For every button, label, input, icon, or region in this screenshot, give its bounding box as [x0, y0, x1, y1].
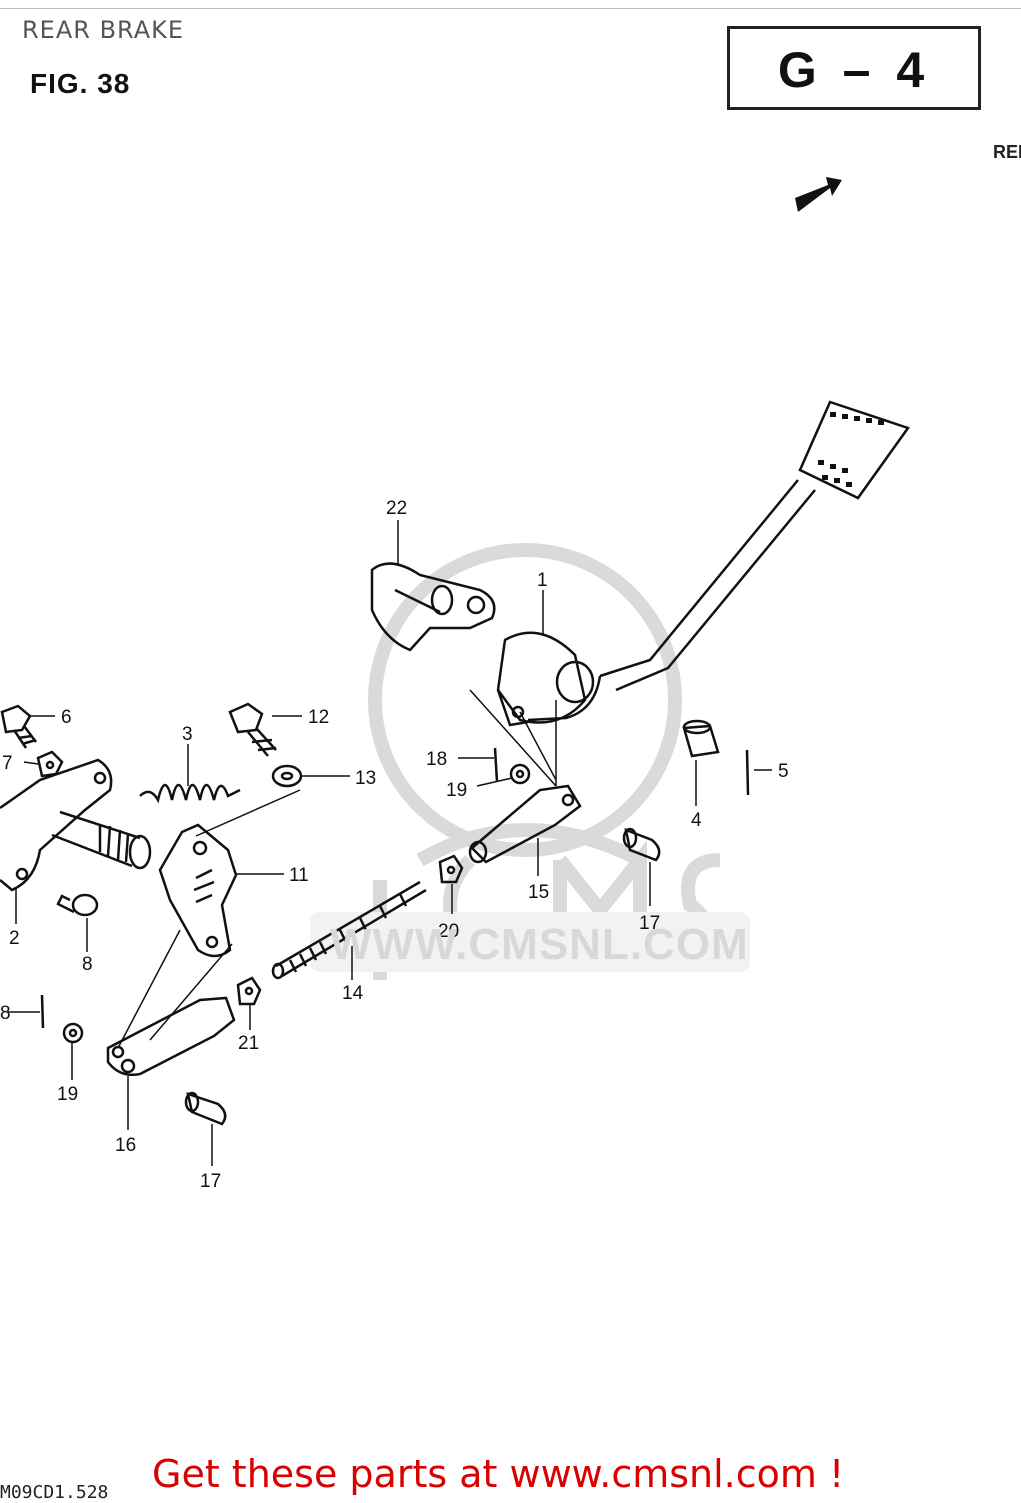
callout-5: 5 — [778, 761, 789, 782]
callout-11: 11 — [289, 865, 309, 886]
callout-8-lower: 8 — [0, 1003, 11, 1024]
page-title: REAR BRAKE — [22, 16, 185, 44]
pedal-pad-pattern — [818, 412, 884, 487]
callout-8-upper: 8 — [82, 954, 93, 975]
brake-pedal — [496, 400, 911, 727]
callout-22: 22 — [386, 498, 407, 519]
watermark-site: WWW.CMSNL.COM — [330, 920, 749, 969]
clevis-pin-17-lower — [184, 1091, 227, 1126]
clevis-pin-17-upper — [622, 827, 661, 862]
callout-17-lower: 17 — [200, 1171, 221, 1192]
cotter-pin-5 — [745, 749, 750, 796]
callout-16: 16 — [115, 1135, 136, 1156]
bushing-4 — [682, 719, 720, 758]
callout-19-upper: 19 — [446, 780, 467, 801]
callout-13: 13 — [355, 768, 376, 789]
return-spring — [139, 783, 241, 804]
pin-8 — [56, 893, 99, 917]
washer-13 — [271, 764, 303, 788]
washer-19-lower — [62, 1022, 84, 1044]
callout-15: 15 — [528, 882, 549, 903]
callout-1: 1 — [537, 570, 548, 591]
callout-4: 4 — [691, 810, 702, 831]
cotter-pin-8-lower — [40, 994, 45, 1029]
callout-17-upper: 17 — [639, 913, 660, 934]
figure-label: FIG. 38 — [30, 68, 131, 99]
callout-7: 7 — [2, 753, 13, 774]
nut-21 — [236, 976, 262, 1006]
group-code: G – 4 — [777, 42, 931, 98]
pedal-shaft-arm — [0, 758, 152, 892]
leader-lines — [8, 520, 772, 1166]
callout-20: 20 — [438, 921, 459, 942]
nut-20 — [438, 854, 464, 884]
callout-14: 14 — [342, 983, 364, 1004]
washer-19-upper — [509, 763, 531, 785]
callout-19-lower: 19 — [57, 1084, 78, 1105]
cotter-pin-18 — [493, 747, 499, 783]
callout-2: 2 — [9, 928, 20, 949]
nut-7 — [36, 750, 64, 778]
clevis-15 — [468, 784, 582, 864]
front-arrow-icon — [795, 177, 842, 212]
diagram-code: M09CD1.528 — [0, 1482, 109, 1503]
callout-12: 12 — [308, 707, 329, 728]
brake-lever-11 — [158, 823, 238, 958]
callout-labels: 22 1 6 7 3 12 13 18 19 4 5 11 2 8 20 15 … — [0, 498, 789, 1192]
callout-3: 3 — [182, 724, 193, 745]
callout-6: 6 — [61, 707, 72, 728]
edge-text: REI — [993, 142, 1021, 162]
bolt-6 — [0, 704, 37, 749]
footer-link-text[interactable]: Get these parts at www.cmsnl.com ! — [152, 1452, 845, 1496]
watermark-band — [310, 912, 750, 972]
callout-21: 21 — [238, 1033, 259, 1054]
brake-rod — [271, 880, 427, 980]
top-rule — [0, 8, 1021, 9]
bolt-12 — [228, 702, 277, 757]
callout-18: 18 — [426, 749, 447, 770]
clevis-16 — [106, 996, 236, 1076]
group-code-box: G – 4 — [727, 26, 981, 110]
